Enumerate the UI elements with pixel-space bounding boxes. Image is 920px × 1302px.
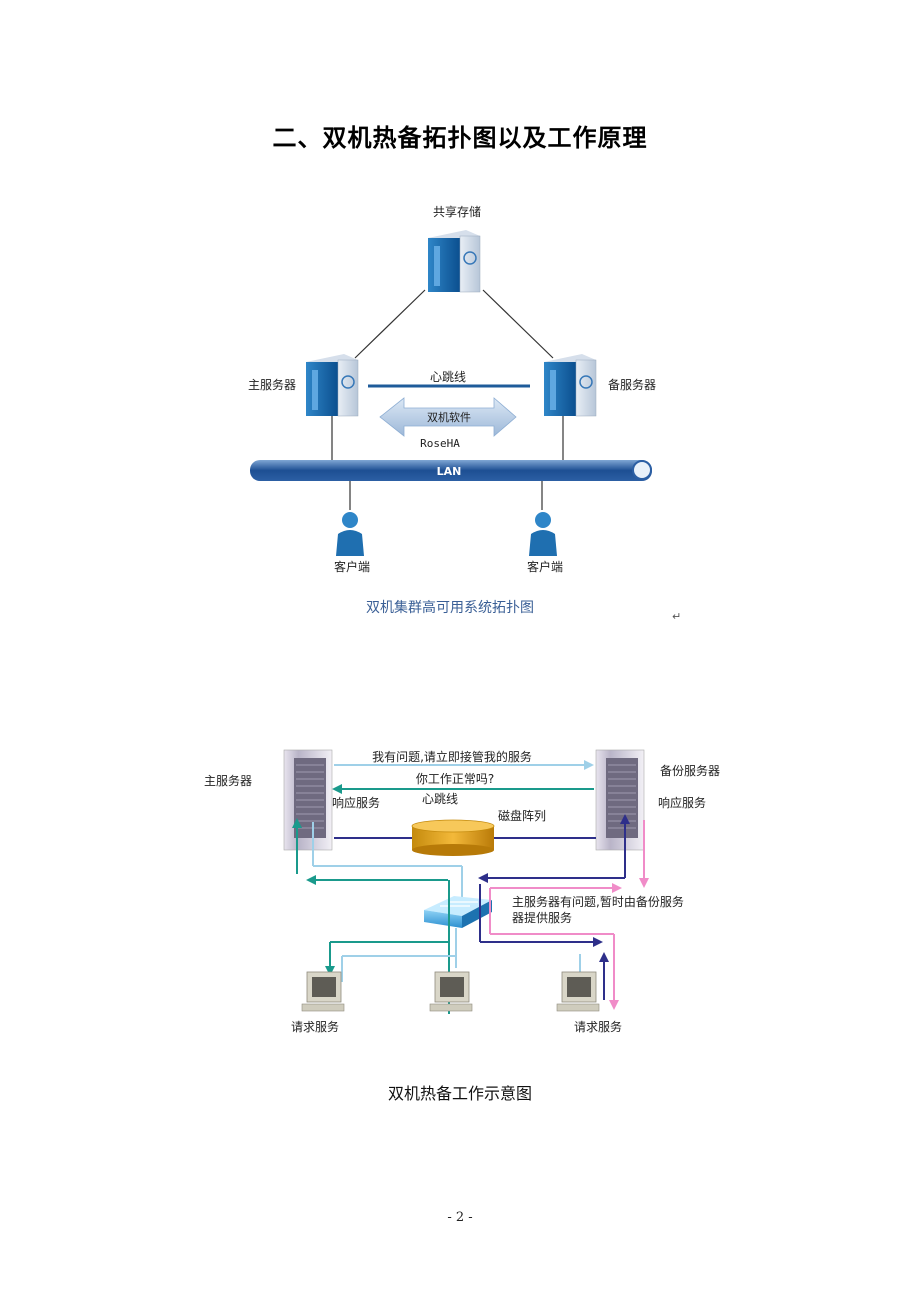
shared-storage-icon: [428, 230, 481, 293]
client-computer-center-icon: [429, 971, 473, 1012]
double-arrow-icon: [379, 397, 517, 437]
takeover-message: 我有问题,请立即接管我的服务: [372, 749, 532, 764]
disk-array-icon: [411, 819, 495, 856]
respond-right-label: 响应服务: [658, 795, 706, 810]
client-left-label: 客户端: [334, 559, 370, 574]
shared-storage-label: 共享存储: [433, 204, 481, 219]
lan-bus: [250, 460, 652, 481]
wf-heartbeat-label: 心跳线: [422, 792, 458, 806]
status-message: 你工作正常吗?: [416, 772, 494, 786]
workflow-caption: 双机热备工作示意图: [387, 1084, 532, 1103]
storage-to-primary-line: [354, 289, 426, 359]
disk-array-label: 磁盘阵列: [498, 808, 546, 823]
request-left-label: 请求服务: [291, 1019, 339, 1034]
backup-server-icon: [544, 354, 597, 417]
section-title: 二、双机热备拓扑图以及工作原理: [272, 124, 648, 152]
client-right-label: 客户端: [527, 559, 563, 574]
primary-tower-icon: [283, 749, 333, 851]
software-name-label: RoseHA: [420, 437, 460, 450]
client-left-icon: [336, 512, 364, 556]
wf-backup-label: 备份服务器: [660, 763, 720, 778]
failover-text-line1: 主服务器有问题,暂时由备份服务: [512, 894, 684, 909]
failover-text-line2: 器提供服务: [512, 910, 572, 925]
primary-server-label: 主服务器: [248, 377, 296, 392]
lan-label: LAN: [437, 465, 462, 478]
respond-left-label: 响应服务: [332, 795, 380, 810]
backup-server-label: 备服务器: [608, 377, 656, 392]
wf-primary-label: 主服务器: [204, 773, 252, 788]
return-mark: ↵: [672, 610, 682, 623]
heartbeat-label: 心跳线: [430, 370, 466, 384]
primary-server-icon: [306, 354, 359, 417]
topology-caption: 双机集群高可用系统拓扑图: [366, 600, 534, 616]
client-computer-left-icon: [301, 971, 345, 1012]
software-label: 双机软件: [427, 410, 471, 424]
page-number: - 2 -: [447, 1210, 473, 1225]
storage-to-backup-line: [482, 289, 554, 359]
client-computer-right-icon: [556, 971, 600, 1012]
network-switch-icon: [424, 896, 492, 928]
request-right-label: 请求服务: [574, 1019, 622, 1034]
client-right-icon: [529, 512, 557, 556]
backup-tower-icon: [595, 749, 645, 851]
